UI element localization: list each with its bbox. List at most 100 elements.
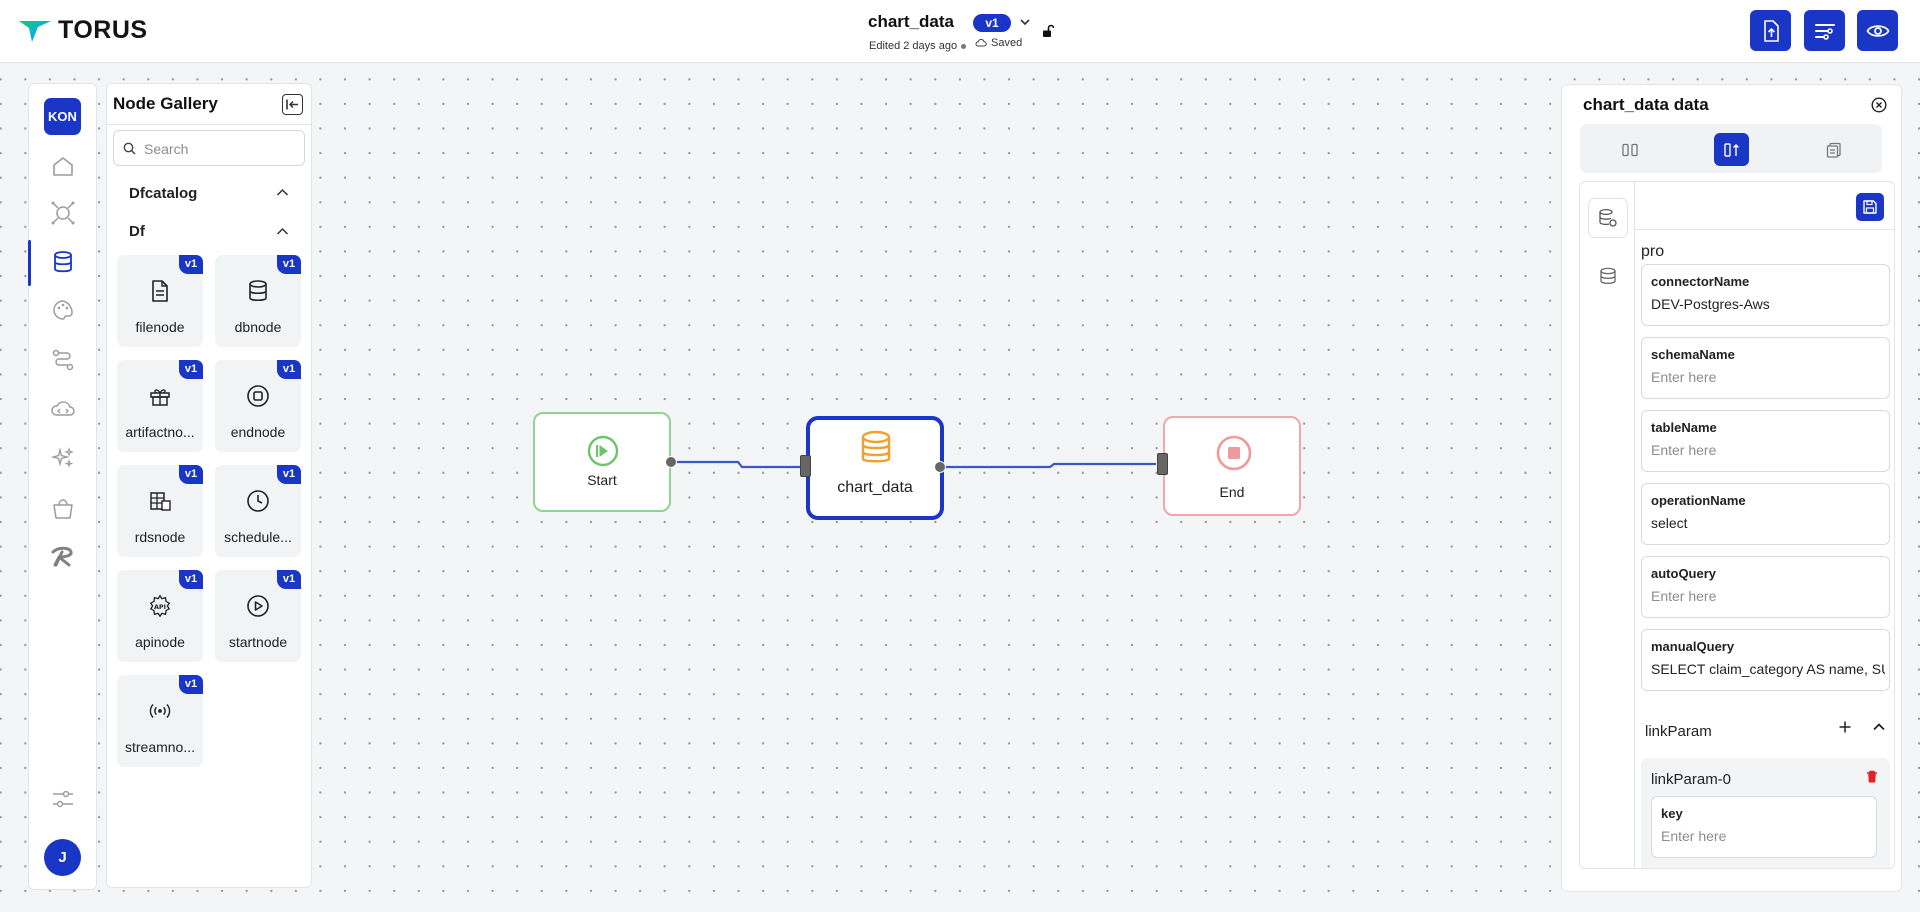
panel-tabs	[1580, 124, 1882, 173]
node-card-artifactnode[interactable]: v1 artifactno...	[117, 360, 203, 452]
end-input-port[interactable]	[1157, 453, 1168, 475]
top-bar: TORUS chart_data Edited 2 days ago v1 Sa…	[0, 0, 1920, 63]
document-title[interactable]: chart_data	[868, 12, 954, 31]
divider	[107, 124, 311, 125]
rail-item-sparkles[interactable]	[50, 445, 76, 471]
field-auto-query[interactable]: autoQuery Enter here	[1641, 556, 1890, 618]
flow-node-chart-data[interactable]: chart_data	[806, 416, 944, 520]
version-badge: v1	[179, 465, 203, 484]
field-placeholder[interactable]: Enter here	[1651, 369, 1717, 385]
category-df[interactable]: Df	[129, 223, 145, 240]
field-label: schemaName	[1651, 347, 1735, 362]
field-connector-name[interactable]: connectorName DEV-Postgres-Aws	[1641, 264, 1890, 326]
field-placeholder[interactable]: Enter here	[1651, 442, 1717, 458]
workspace-button[interactable]: KON	[44, 98, 81, 135]
unlock-icon[interactable]	[1041, 24, 1055, 38]
field-key[interactable]: key Enter here	[1651, 796, 1877, 858]
user-avatar[interactable]: J	[44, 839, 81, 876]
app-logo[interactable]: TORUS	[18, 16, 148, 45]
brand-r-icon	[51, 546, 73, 567]
edge-chart-data-to-end	[944, 462, 1156, 469]
collapse-left-icon	[286, 99, 298, 110]
stop-circle-icon	[246, 384, 270, 408]
flow-node-start[interactable]: Start	[533, 412, 671, 512]
chevron-up-icon[interactable]	[276, 188, 289, 197]
clock-icon	[246, 489, 270, 513]
gift-box-icon	[148, 384, 172, 408]
settings-button[interactable]	[1804, 10, 1845, 51]
rail-item-bucket[interactable]	[50, 496, 76, 522]
node-card-rdsnode[interactable]: v1 rdsnode	[117, 465, 203, 557]
sort-arrows-icon	[1723, 142, 1739, 157]
node-card-label: streamno...	[124, 739, 196, 755]
broadcast-icon	[148, 699, 172, 723]
documents-icon	[1826, 142, 1841, 158]
collapse-panel-button[interactable]	[282, 94, 303, 115]
chevron-down-icon[interactable]	[1019, 16, 1031, 28]
trash-icon[interactable]	[1866, 770, 1878, 783]
field-manual-query[interactable]: manualQuery SELECT claim_category AS nam…	[1641, 629, 1890, 691]
eye-icon	[1865, 24, 1890, 37]
chart-data-output-handle[interactable]	[934, 461, 946, 473]
properties-panel: chart_data data	[1561, 84, 1902, 892]
field-operation-name[interactable]: operationName select	[1641, 483, 1890, 545]
version-badge: v1	[277, 360, 301, 379]
field-value[interactable]: SELECT claim_category AS name, SUM(	[1651, 661, 1885, 677]
flow-node-end[interactable]: End	[1163, 416, 1301, 516]
tab-data-mapping[interactable]	[1714, 133, 1749, 166]
field-label: key	[1661, 806, 1683, 821]
cloud-code-icon	[51, 401, 75, 416]
save-status: Saved	[975, 37, 1022, 49]
version-badge: v1	[179, 360, 203, 379]
database-icon	[246, 279, 270, 303]
active-indicator	[28, 240, 31, 286]
save-button[interactable]	[1856, 193, 1884, 221]
node-card-label: apinode	[135, 634, 185, 650]
rail-item-api[interactable]	[50, 200, 76, 226]
rail-item-palette[interactable]	[50, 297, 76, 323]
rail-item-cloud-code[interactable]	[50, 396, 76, 422]
tab-columns[interactable]	[1612, 133, 1647, 166]
field-table-name[interactable]: tableName Enter here	[1641, 410, 1890, 472]
tab-documents[interactable]	[1816, 133, 1851, 166]
side-tab-connector[interactable]	[1588, 198, 1628, 238]
save-icon	[1863, 200, 1877, 214]
rail-item-home[interactable]	[50, 154, 76, 180]
field-value[interactable]: DEV-Postgres-Aws	[1651, 296, 1770, 312]
field-placeholder[interactable]: Enter here	[1651, 588, 1717, 604]
field-placeholder[interactable]: Enter here	[1661, 828, 1727, 844]
preview-button[interactable]	[1857, 10, 1898, 51]
publish-button[interactable]	[1750, 10, 1791, 51]
rail-item-database[interactable]	[50, 249, 76, 275]
rail-settings[interactable]	[50, 786, 76, 812]
node-card-filenode[interactable]: v1 filenode	[117, 255, 203, 347]
start-output-handle[interactable]	[665, 456, 677, 468]
category-dfcatalog[interactable]: Dfcatalog	[129, 185, 198, 202]
panel-title: chart_data data	[1583, 95, 1709, 114]
node-card-schedulenode[interactable]: v1 schedule...	[215, 465, 301, 557]
edited-text: Edited 2 days ago	[869, 40, 958, 52]
node-card-apinode[interactable]: v1 API apinode	[117, 570, 203, 662]
chevron-up-icon[interactable]	[276, 227, 289, 236]
field-value[interactable]: select	[1651, 515, 1688, 531]
rail-item-workflow[interactable]	[50, 347, 76, 373]
plus-icon[interactable]	[1838, 720, 1852, 734]
rail-item-brand[interactable]	[50, 544, 76, 570]
node-card-streamnode[interactable]: v1 streamno...	[117, 675, 203, 767]
chart-data-input-port[interactable]	[800, 455, 811, 477]
field-schema-name[interactable]: schemaName Enter here	[1641, 337, 1890, 399]
search-field[interactable]	[113, 130, 305, 166]
chevron-up-icon[interactable]	[1872, 720, 1886, 734]
node-card-endnode[interactable]: v1 endnode	[215, 360, 301, 452]
filter-sliders-icon	[1814, 23, 1835, 40]
side-tab-storage[interactable]	[1588, 256, 1628, 296]
close-icon[interactable]	[1871, 97, 1887, 113]
node-card-dbnode[interactable]: v1 dbnode	[215, 255, 301, 347]
search-input[interactable]	[144, 139, 294, 159]
status-dot	[961, 43, 967, 49]
version-badge[interactable]: v1	[973, 14, 1011, 32]
field-label: manualQuery	[1651, 639, 1735, 654]
link-param-item: linkParam-0 key Enter here	[1641, 758, 1890, 868]
node-card-startnode[interactable]: v1 startnode	[215, 570, 301, 662]
group-title: pro	[1641, 243, 1665, 260]
